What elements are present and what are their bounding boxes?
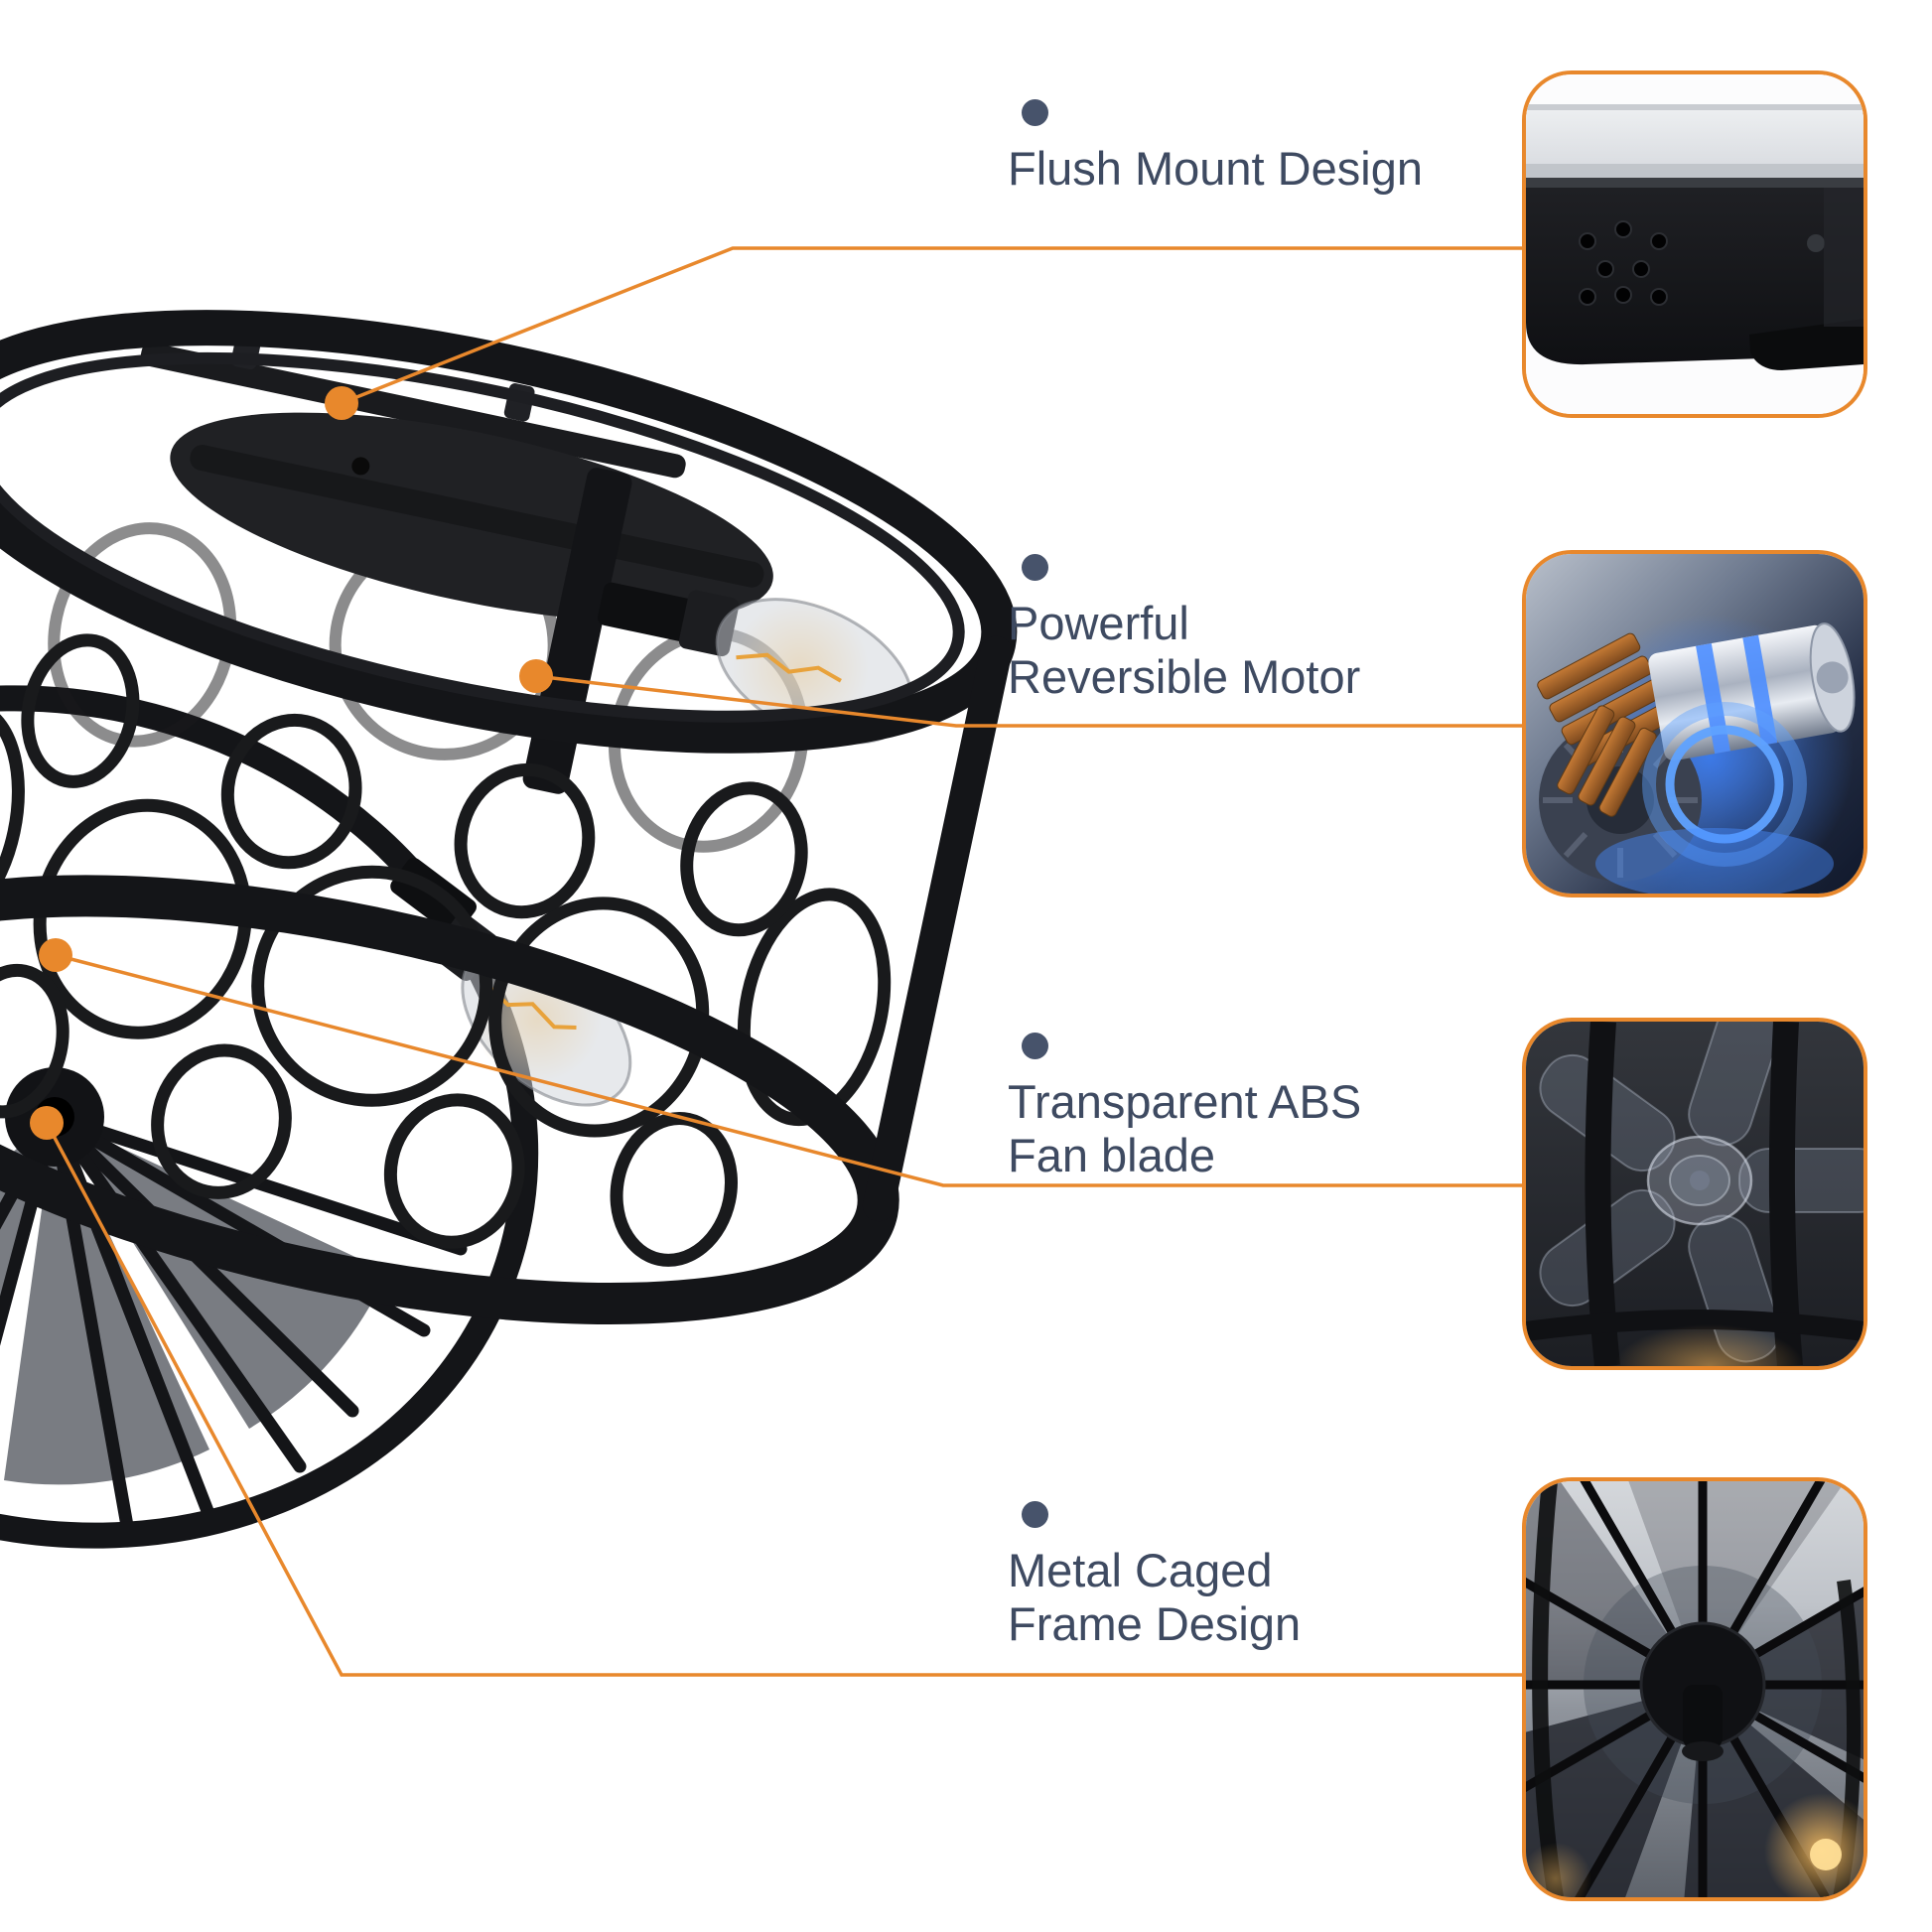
motor-shaft [1648, 622, 1856, 761]
warm-light-glow [1615, 1324, 1804, 1366]
feature-title-line: Powerful [1008, 597, 1189, 649]
feature-title-line: Frame Design [1008, 1597, 1302, 1651]
feature-callout-frame: Metal Caged Frame Design [1008, 1501, 1301, 1651]
feature-title-line: Transparent ABS [1008, 1075, 1362, 1128]
bullet-dot [1022, 1033, 1048, 1059]
vent-holes [1579, 220, 1668, 306]
hub-disc [1639, 1621, 1766, 1761]
blade-hub-cup [1646, 1135, 1753, 1226]
drum-cage [0, 310, 1018, 1324]
feature-title-line: Flush Mount Design [1008, 142, 1423, 195]
transparent-blade-close-up-photo [1526, 1022, 1863, 1366]
connector-line-blade [55, 953, 1522, 1187]
reversible-motor-render-photo [1526, 554, 1863, 894]
thumb-frame-detail [1522, 1477, 1867, 1901]
anchor-dot-frame [30, 1106, 64, 1140]
cage-bars [1526, 1022, 1863, 1366]
thumb-blade-detail [1522, 1018, 1867, 1370]
connector-line-frame [45, 1122, 1522, 1677]
anchor-dot-flush-mount [325, 386, 358, 420]
screw [1807, 234, 1825, 252]
anchor-dot-motor [519, 659, 553, 693]
thumb-flush-mount-detail [1522, 70, 1867, 418]
connector-lines [45, 246, 1522, 1677]
feature-callout-blade: Transparent ABS Fan blade [1008, 1033, 1361, 1182]
connector-line-motor [535, 674, 1522, 728]
feature-title-line: Metal Caged [1008, 1544, 1273, 1596]
caged-frame-bottom-close-up-photo [1526, 1481, 1863, 1897]
bullet-dot [1022, 99, 1048, 126]
connector-anchor-dots [30, 386, 553, 1140]
thumb-motor-detail [1522, 550, 1867, 897]
flush-mount-close-up-photo [1526, 74, 1863, 414]
glow-ring [1665, 725, 1784, 844]
drum-rims [0, 310, 1018, 1324]
mounting-plate [140, 331, 773, 621]
bullet-dot [1022, 554, 1048, 581]
feature-callout-motor: Powerful Reversible Motor [1008, 554, 1360, 704]
bullet-dot [1022, 1501, 1048, 1528]
anchor-dot-blade [39, 938, 72, 972]
copper-windings [1537, 632, 1677, 817]
feature-title-line: Fan blade [1008, 1129, 1216, 1182]
motor-housing [1526, 188, 1863, 365]
mount-arm [1749, 319, 1863, 370]
connector-line-flush-mount [341, 246, 1522, 405]
feature-title-line: Reversible Motor [1008, 650, 1361, 704]
feature-callout-flush-mount: Flush Mount Design [1008, 99, 1423, 196]
